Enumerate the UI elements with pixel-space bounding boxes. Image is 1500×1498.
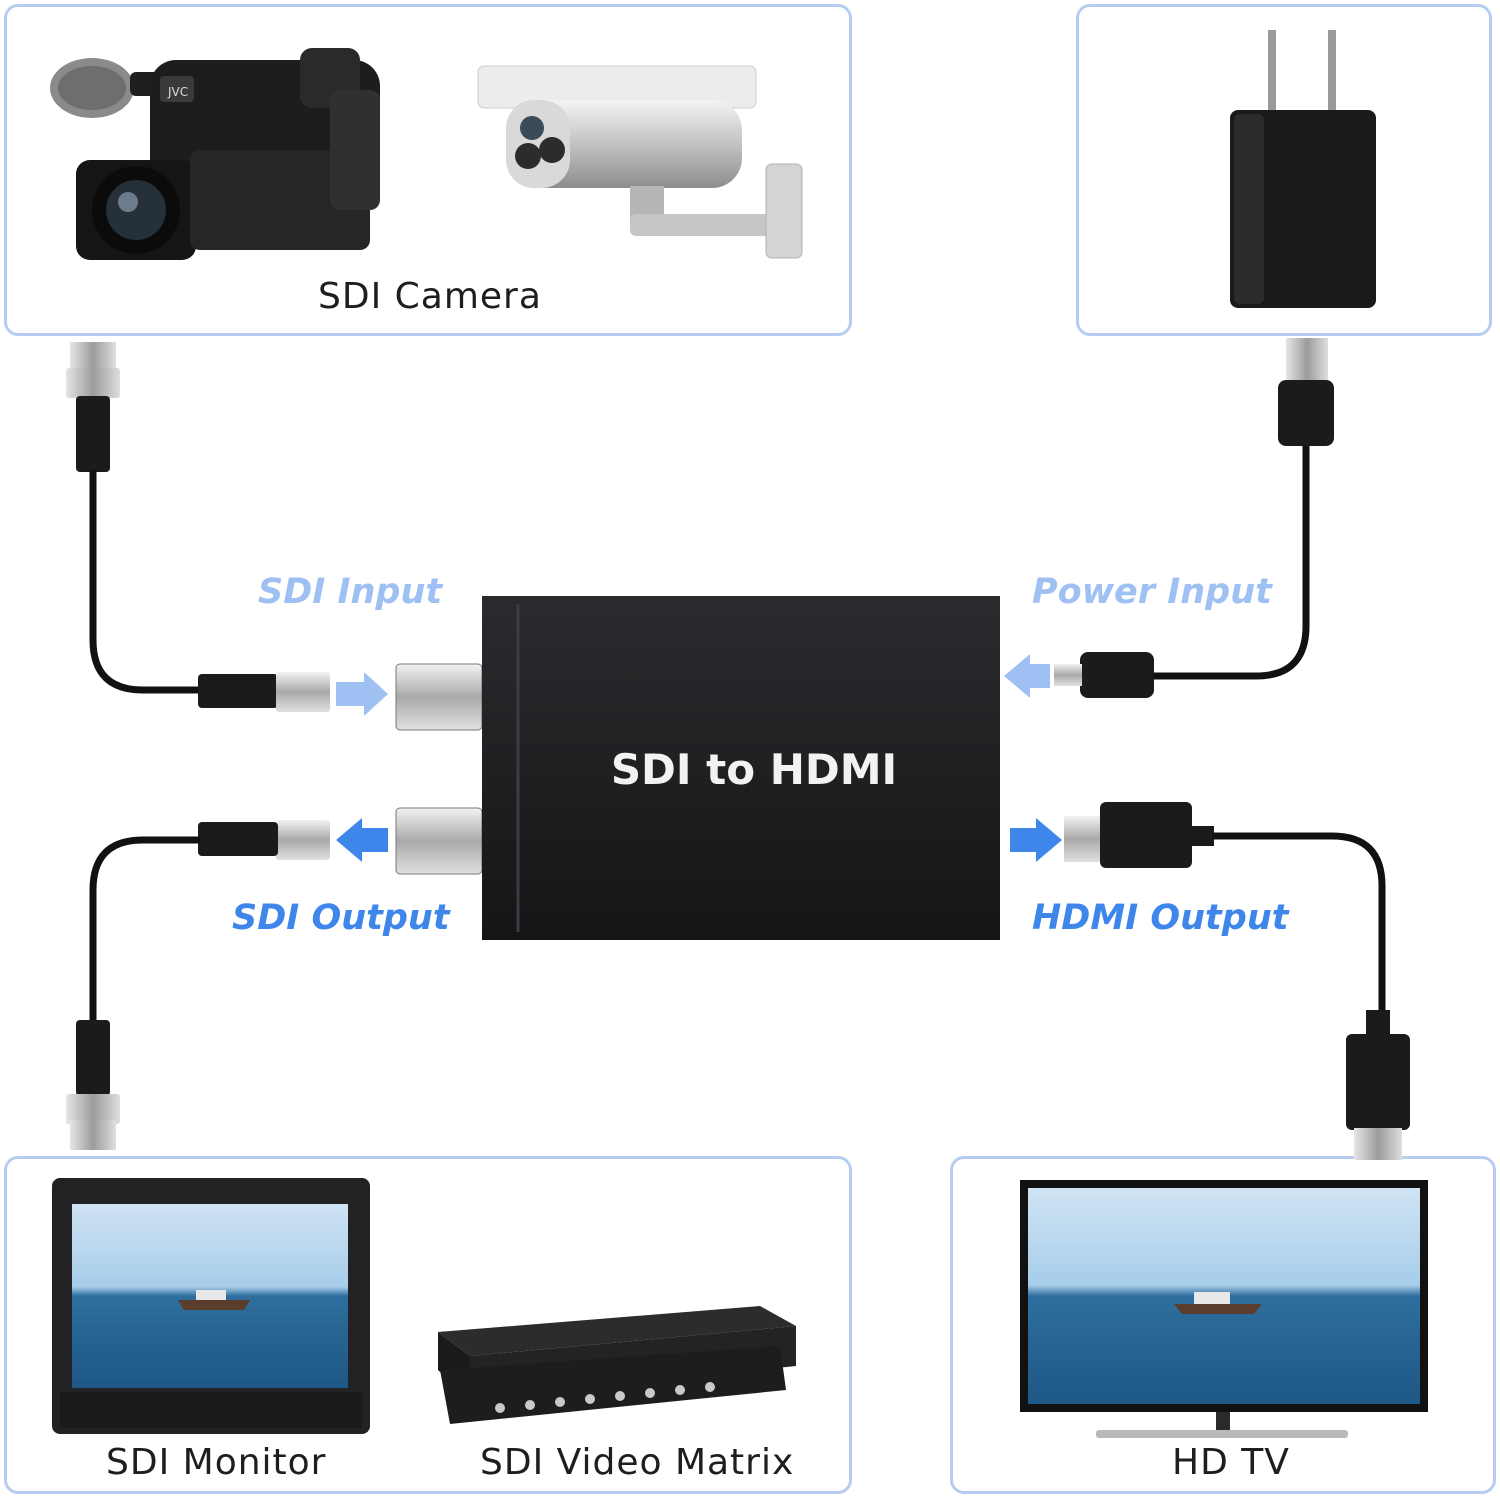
hd-tv-label: HD TV [1172, 1442, 1290, 1483]
camcorder-icon: JVC [50, 48, 380, 260]
arrow-left-icon [336, 818, 388, 862]
device-label: SDI to HDMI [611, 745, 897, 794]
bnc-connector-icon [66, 1020, 120, 1150]
sdi-monitor-label: SDI Monitor [106, 1442, 327, 1483]
video-matrix-icon [438, 1306, 796, 1424]
hdmi-connector-icon [1064, 802, 1214, 868]
bnc-connector-icon [66, 342, 120, 472]
hdmi-output-label: HDMI Output [1032, 898, 1289, 938]
usb-a-connector-icon [1278, 338, 1334, 446]
bnc-connector-icon [198, 672, 330, 712]
sdi-input-socket [395, 663, 483, 731]
sdi-video-matrix-label: SDI Video Matrix [480, 1442, 795, 1483]
arrow-right-icon [1010, 818, 1062, 862]
security-camera-icon [477, 65, 803, 259]
bnc-connector-icon [198, 820, 330, 860]
sdi-output-label: SDI Output [232, 898, 450, 938]
sdi-monitor-icon [52, 1178, 370, 1434]
sdi-output-socket [395, 807, 483, 875]
sdi-camera-label: SDI Camera [318, 276, 542, 317]
hd-tv-icon [1020, 1180, 1428, 1438]
power-input-label: Power Input [1032, 572, 1272, 612]
usb-micro-connector-icon [1054, 652, 1154, 698]
hdmi-connector-icon [1346, 1010, 1410, 1160]
usb-power-adapter-icon [1230, 30, 1376, 308]
sdi-input-label: SDI Input [258, 572, 443, 612]
camera-brand: JVC [167, 85, 188, 99]
arrow-left-icon [1004, 654, 1050, 698]
sdi-to-hdmi-converter: SDI to HDMI [482, 596, 1000, 940]
arrow-right-icon [336, 672, 388, 716]
